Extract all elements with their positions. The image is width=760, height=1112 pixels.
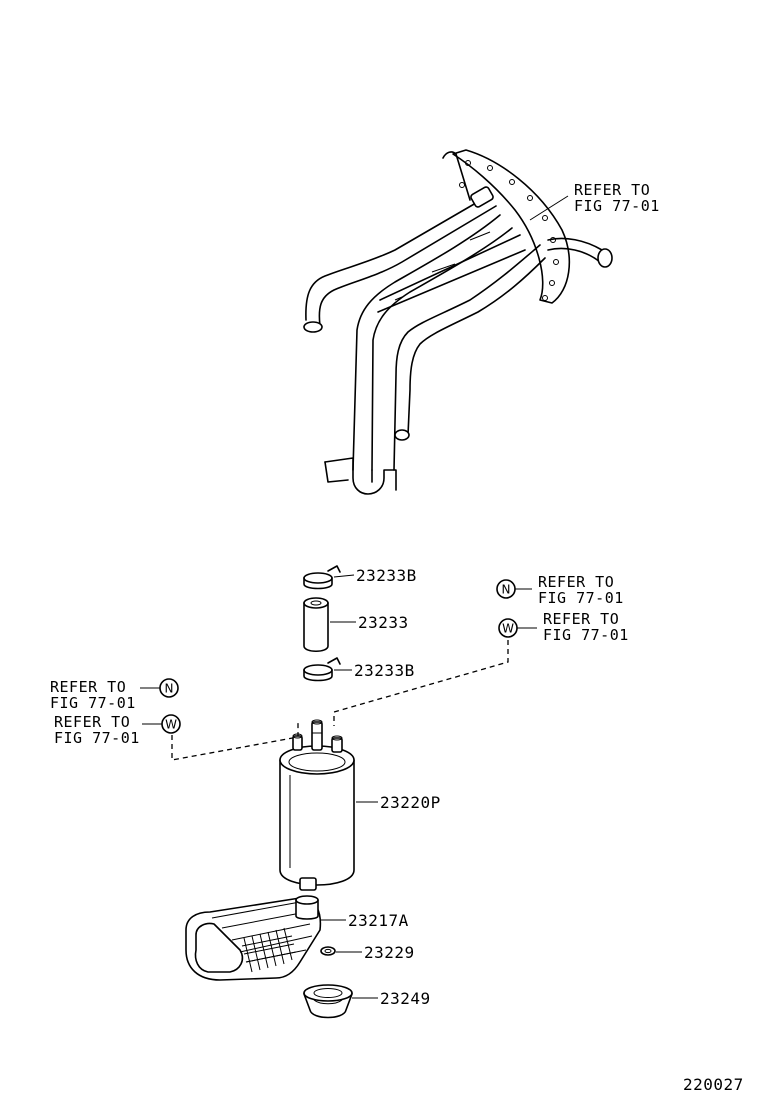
bracket-slot-1 — [431, 263, 456, 273]
bracket-arm-right-outer — [393, 244, 541, 471]
svg-text:N: N — [502, 583, 511, 597]
left-n-symbol: N — [159, 678, 179, 698]
upper-clamp-leader — [333, 574, 355, 578]
bracket-cross-brace-1 — [379, 234, 521, 301]
flange-plate — [452, 149, 571, 304]
right-n-reference-line1: REFER TO — [538, 573, 614, 591]
fuel-hose — [303, 597, 329, 653]
lower-clamp — [303, 657, 341, 682]
fuel-tube-lower — [318, 205, 497, 327]
right-n-symbol: N — [496, 579, 516, 599]
bracket-slot-2 — [469, 231, 491, 241]
svg-text:W: W — [502, 622, 514, 636]
svg-text:N: N — [165, 682, 174, 696]
fuel-tube-upper — [305, 195, 489, 321]
left-n-reference-line1: REFER TO — [50, 678, 126, 696]
svg-text:W: W — [165, 718, 177, 732]
outlet-pipe-end — [597, 248, 613, 268]
upper-clamp-part-number: 23233B — [356, 566, 417, 585]
bracket-arm-right-inner — [407, 257, 546, 436]
fuel-filter — [185, 895, 322, 981]
outlet-pipe-top — [547, 237, 603, 251]
cushion-part-number: 23249 — [380, 989, 431, 1008]
filter-mesh — [241, 927, 297, 973]
outlet-pipe-bottom — [547, 247, 601, 263]
left-w-symbol: W — [161, 714, 181, 734]
bracket-cross-brace-2 — [377, 249, 526, 313]
right-wiring-dashed-line — [333, 640, 509, 726]
lower-clamp-part-number: 23233B — [354, 661, 415, 680]
left-wiring-dashed-line — [171, 722, 299, 761]
bracket-arm-left-outer — [352, 214, 501, 471]
left-w-reference-line2: FIG 77-01 — [54, 729, 140, 747]
fuel-pump-bracket-assembly — [303, 149, 613, 495]
fuel-pump-part-number: 23220P — [380, 793, 441, 812]
right-w-reference-line2: FIG 77-01 — [543, 626, 629, 644]
hose-part-number: 23233 — [358, 613, 409, 632]
bracket-reference-leader — [529, 195, 569, 221]
fuel-tube-end — [303, 321, 323, 333]
right-w-symbol: W — [498, 618, 518, 638]
fuel-pump — [279, 719, 355, 891]
flange-bolt-holes — [459, 160, 559, 301]
bracket-foot-left — [324, 461, 349, 483]
return-tube-end — [394, 429, 410, 441]
flange-rim — [442, 151, 471, 201]
ring-part-number: 23229 — [364, 943, 415, 962]
left-w-reference-line1: REFER TO — [54, 713, 130, 731]
bracket-reference-line2: FIG 77-01 — [574, 197, 660, 215]
tube-joint — [470, 186, 494, 208]
upper-clamp — [303, 565, 341, 590]
bracket-foot — [324, 457, 397, 495]
pump-cushion — [303, 984, 353, 1019]
retaining-ring — [320, 946, 336, 956]
bracket-slot-3 — [394, 296, 403, 301]
right-w-reference-line1: REFER TO — [543, 610, 619, 628]
filter-part-number: 23217A — [348, 911, 409, 930]
right-n-reference-line2: FIG 77-01 — [538, 589, 624, 607]
left-n-reference-line2: FIG 77-01 — [50, 694, 136, 712]
bracket-arm-left-inner — [371, 227, 513, 471]
figure-number: 220027 — [683, 1075, 744, 1094]
bracket-reference-line1: REFER TO — [574, 181, 650, 199]
